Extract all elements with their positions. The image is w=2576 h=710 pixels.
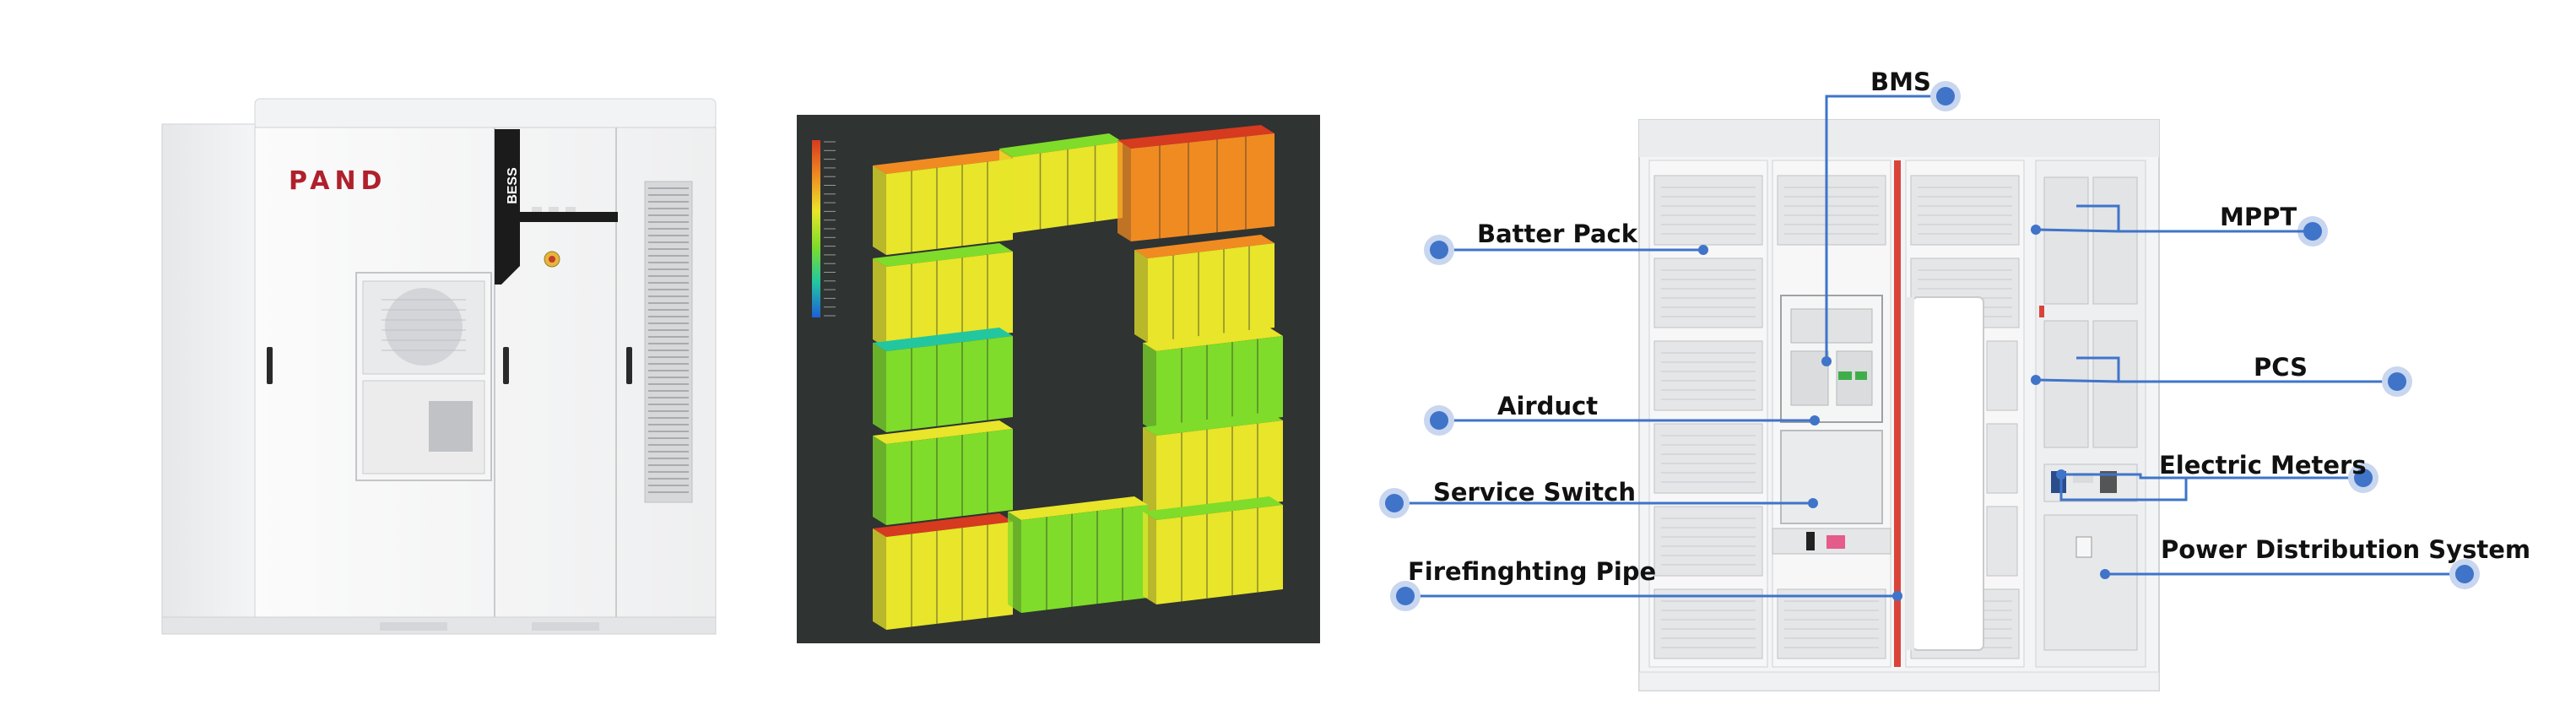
electric-meters-leader-line xyxy=(2061,473,2363,480)
callout-firefighting-pipe: Firefinghting Pipe xyxy=(1408,557,1657,586)
battery-module-blocks xyxy=(873,125,1283,630)
pcs-leader-line xyxy=(2076,356,2397,383)
power-distribution-endpoint-dot xyxy=(2449,559,2480,589)
cabinet-exterior-illustration: PAND BESS xyxy=(160,97,717,637)
pcs-endpoint-dot xyxy=(2382,366,2412,397)
callout-bms: BMS xyxy=(1870,68,1931,96)
batter-pack-endpoint-dot xyxy=(1424,235,1454,265)
callout-electric-meters: Electric Meters xyxy=(2159,451,2367,480)
callout-batter-pack: Batter Pack xyxy=(1477,220,1637,248)
electric-meters-endpoint-dot xyxy=(2348,463,2378,493)
callout-airduct: Airduct xyxy=(1497,392,1599,420)
service-switch-endpoint-dot xyxy=(1379,488,1410,518)
callout-pcs: PCS xyxy=(2254,353,2308,382)
callout-service-switch: Service Switch xyxy=(1433,478,1636,507)
mppt-leader-line xyxy=(2076,204,2279,233)
brand-logo: PAND xyxy=(289,166,387,196)
thermal-heatmap-panel xyxy=(797,115,1320,643)
bms-leader-line xyxy=(1825,95,1946,361)
bms-endpoint-dot xyxy=(1930,81,1961,111)
callout-mppt: MPPT xyxy=(2220,203,2297,231)
airduct-endpoint-dot xyxy=(1424,405,1454,436)
callout-power-distribution: Power Distribution System xyxy=(2161,535,2531,564)
firefighting-pipe-endpoint-dot xyxy=(1390,581,1421,611)
legend-ticks xyxy=(824,141,836,317)
heatmap-color-legend xyxy=(812,140,820,317)
